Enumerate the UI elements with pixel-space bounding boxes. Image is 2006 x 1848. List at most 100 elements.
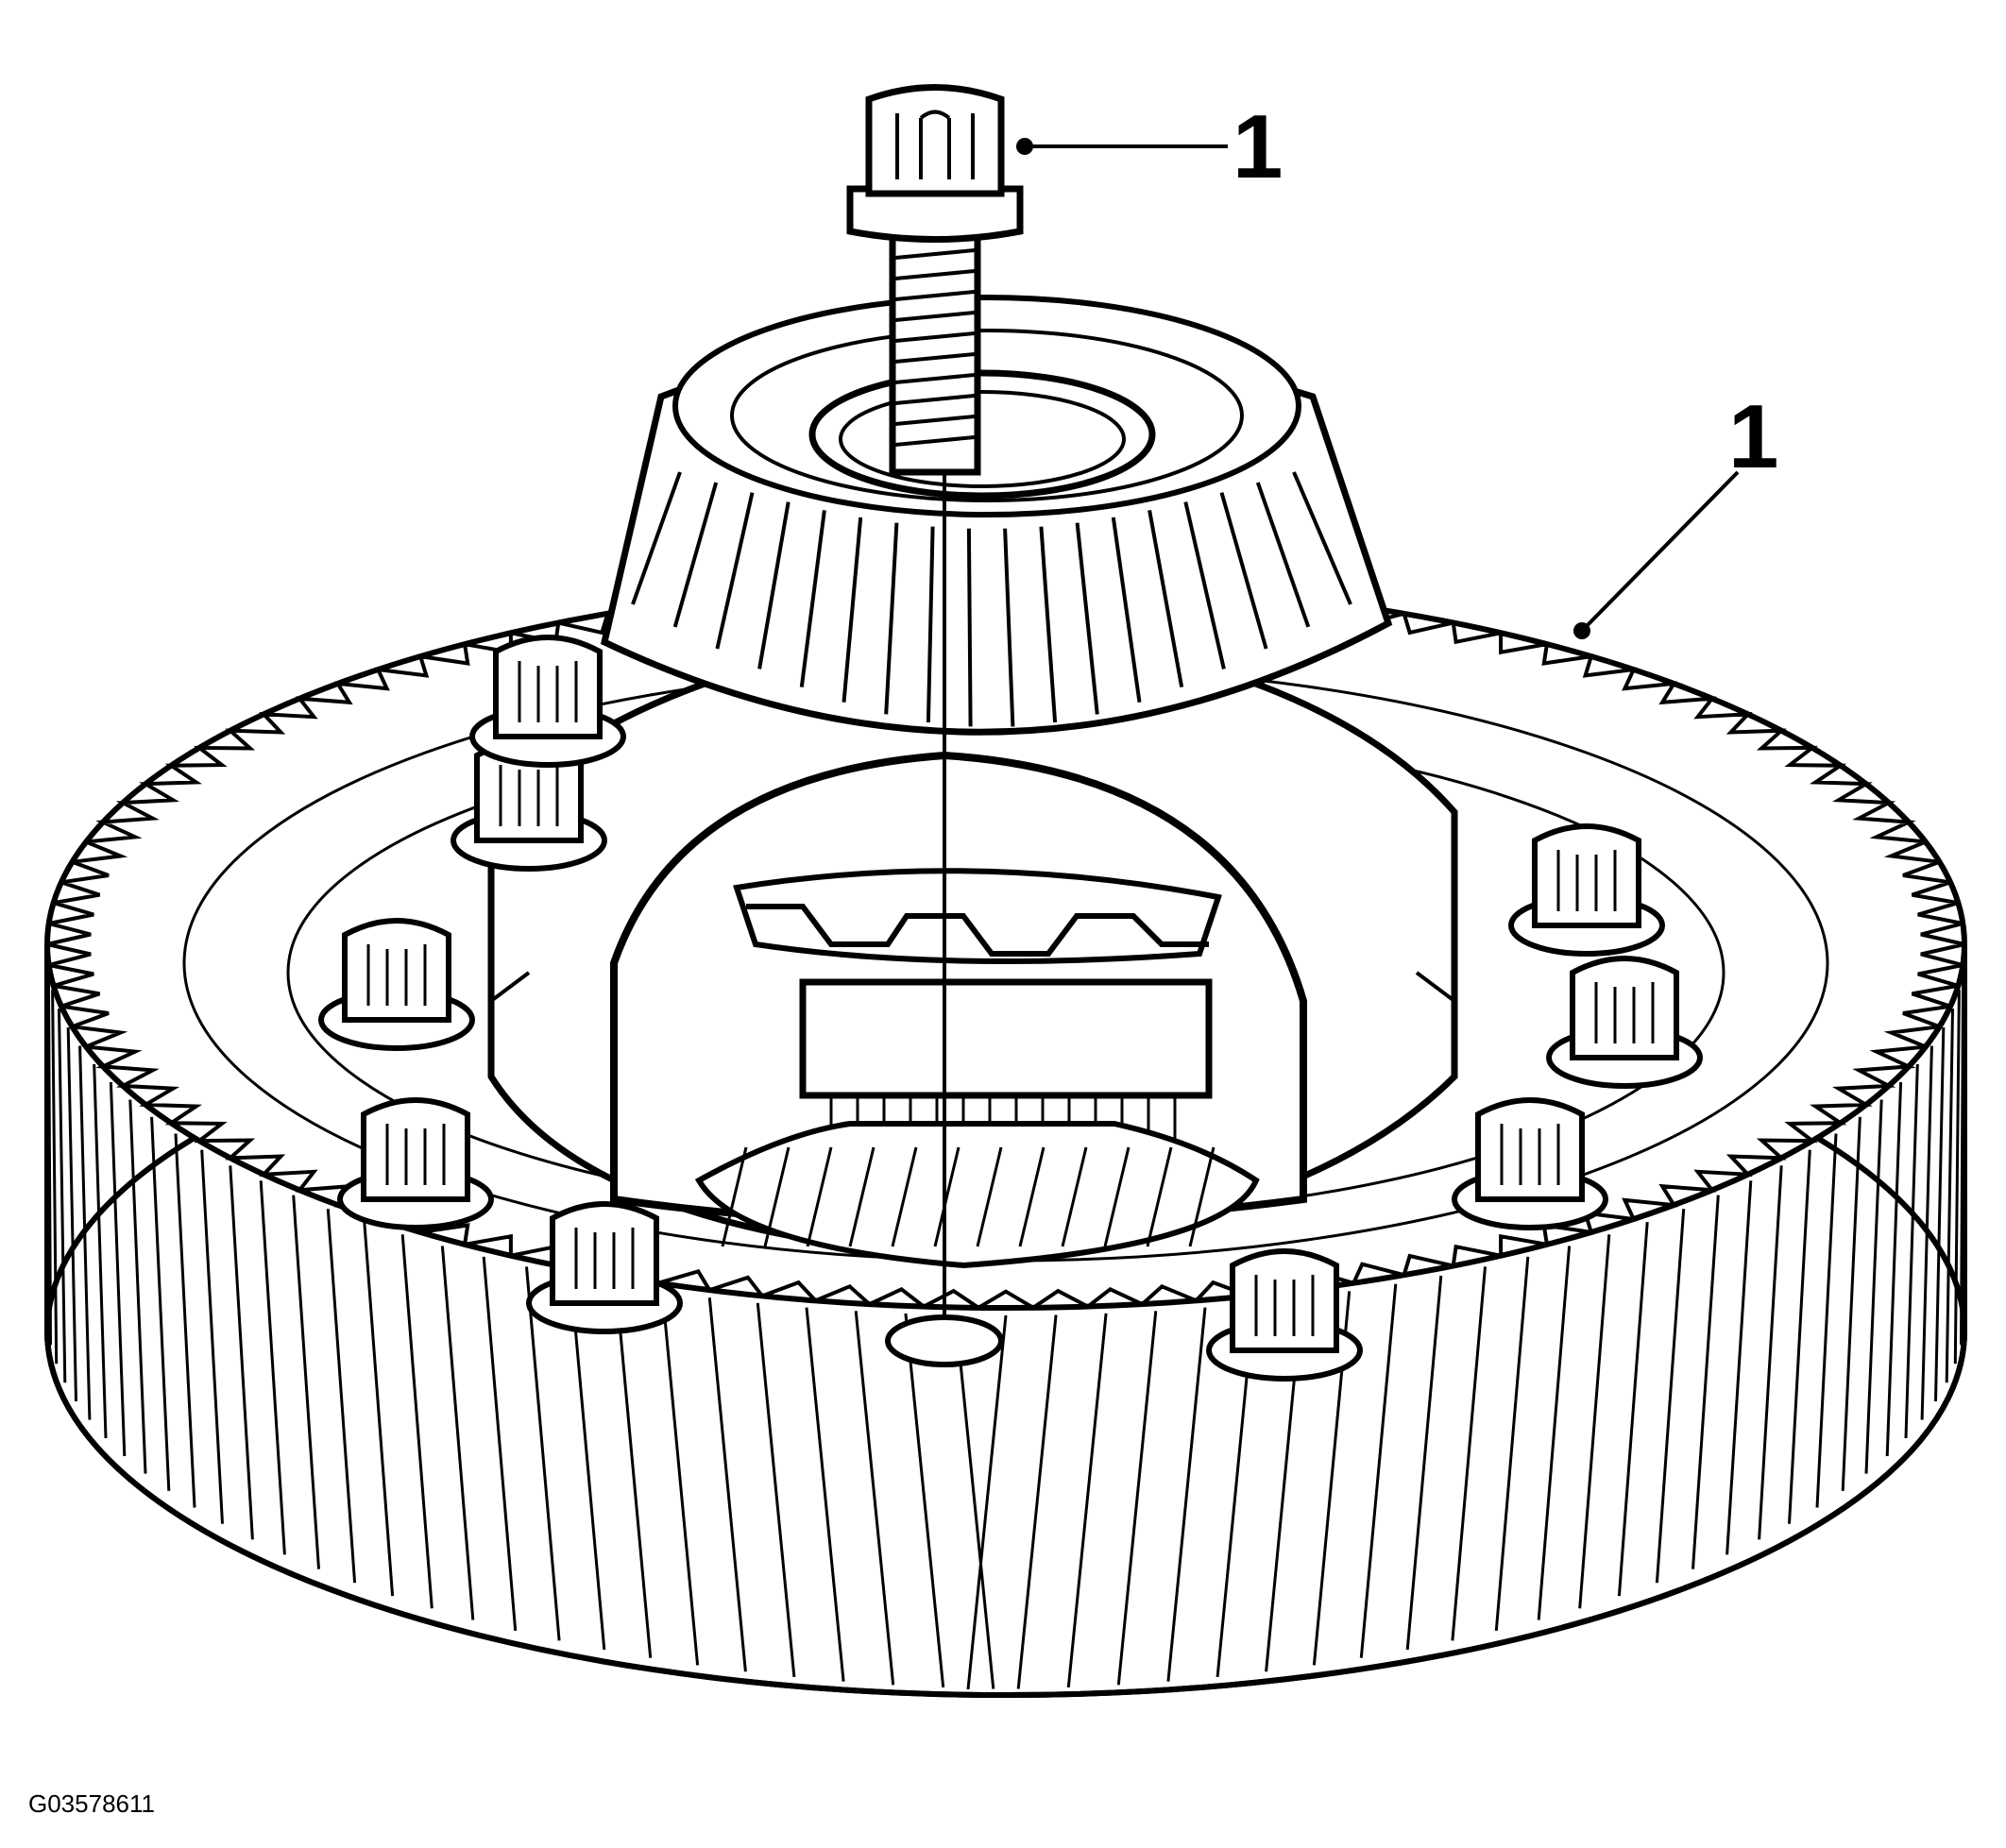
ring-gear-side-tooth (707, 1297, 747, 1672)
lower-gear-tooth (1103, 1146, 1130, 1247)
ring-gear-cap-screws (318, 635, 1703, 1382)
bearing-roller (926, 526, 935, 723)
lower-gear-tooth (1018, 1146, 1046, 1247)
bearing-roller (1148, 510, 1184, 687)
bolt-thread (894, 331, 976, 343)
ring-gear-side-teeth (45, 952, 1966, 1690)
bearing-roller (715, 492, 755, 650)
bolt-head-drive (895, 110, 975, 179)
lower-gear-tooth (721, 1146, 748, 1247)
bolt-thread (894, 290, 976, 301)
housing-edge-left (489, 971, 531, 1003)
bolt-thread (894, 248, 976, 260)
figure-id: G03578611 (28, 1789, 155, 1818)
ring-gear-side-tooth (46, 971, 52, 1346)
lower-gear-tooth (891, 1146, 918, 1247)
ring-gear-side-tooth (854, 1311, 895, 1686)
ring-gear-side-tooth (326, 1209, 357, 1584)
ring-gear-side-tooth (525, 1266, 561, 1641)
ring-gear-side-tooth (966, 1314, 1008, 1690)
ring-gear-side-tooth (1116, 1311, 1158, 1686)
ring-gear-side-tooth (1815, 1133, 1838, 1508)
side-gear-top (733, 868, 1222, 964)
ring-gear-side-tooth (1405, 1275, 1443, 1651)
ring-gear-side-tooth (1945, 1009, 1954, 1383)
lower-gear-tooth (1061, 1146, 1088, 1247)
ring-gear-side-tooth (1692, 1195, 1720, 1569)
housing-edge-right (1415, 971, 1456, 1003)
bearing-roller (1183, 501, 1226, 670)
bearing-roller (1111, 517, 1142, 703)
bearing-roller (1292, 471, 1352, 605)
bearing-roller (1039, 526, 1058, 723)
ring-gear-side-tooth (292, 1195, 320, 1569)
bolt-thread (894, 435, 976, 447)
ring-gear-side-tooth (128, 1099, 147, 1474)
differential-housing (487, 619, 1458, 1269)
bearing-roller (1255, 482, 1311, 628)
ring-gear-side-tooth (614, 1283, 653, 1658)
ring-gear-side-tooth (58, 1009, 67, 1383)
ring-gear-side-tooth (904, 1313, 945, 1688)
ring-gear-side-tooth (1920, 1045, 1933, 1420)
tapered-roller-bearing (600, 295, 1393, 736)
ring-gear-side-tooth (1934, 1026, 1946, 1402)
ring-gear-side-tooth (1788, 1149, 1811, 1524)
ring-gear-side-tooth (1537, 1246, 1572, 1620)
ring-gear-side-tooth (1864, 1099, 1883, 1474)
callout-bolt: 1 (1016, 96, 1283, 197)
lower-gear-tooth (848, 1146, 876, 1247)
callout-gear-label: 1 (1728, 386, 1778, 487)
ring-gear-side-tooth (174, 1133, 196, 1508)
side-gear-teeth (746, 904, 1209, 957)
cap-screw (526, 1201, 683, 1334)
lower-side-gear (694, 1121, 1260, 1269)
cap-screw (318, 918, 475, 1051)
cap-screw (1206, 1248, 1363, 1382)
ring-gear-top-teeth (46, 578, 1965, 1311)
lower-gear-tooth (763, 1146, 790, 1247)
bearing-roller (1003, 528, 1015, 727)
bolt-hole (885, 1314, 1004, 1367)
ring-gear-side-tooth (482, 1256, 518, 1632)
callout-gear-leader (1580, 470, 1740, 633)
bolt-thread (894, 394, 976, 405)
ring-gear-side-tooth (1451, 1266, 1487, 1641)
cap-screw (337, 1097, 494, 1230)
bearing-roller (757, 501, 790, 670)
bolt-thread (894, 352, 976, 364)
cap-screw (469, 635, 626, 768)
cap-screw (450, 738, 607, 872)
ring-gear-side-tooth (1960, 971, 1965, 1346)
bearing-roller (631, 471, 682, 605)
ring-gear-side-tooth (805, 1307, 845, 1682)
ring-gear-side-tooth (660, 1291, 700, 1666)
callout-gear: 1 (1573, 386, 1778, 639)
removed-bolt (846, 84, 1024, 1367)
ring-gear-side-tooth (66, 1026, 77, 1402)
ring-gear-side-tooth (1166, 1307, 1207, 1682)
ring-gear-side-tooth (109, 1081, 127, 1457)
ring-gear-side-tooth (363, 1221, 395, 1597)
bolt-threads (894, 248, 976, 447)
ring-gear-side-tooth (1726, 1180, 1753, 1555)
ring-gear-side-tooth (1617, 1221, 1649, 1597)
ring-gear-side-tooth (259, 1180, 286, 1555)
bolt-shank (889, 223, 981, 476)
ring-gear-side-tooth (1841, 1116, 1862, 1491)
ring-gear-side-tooth (1066, 1313, 1108, 1688)
bolt-head (865, 84, 1005, 197)
ring-gear-side-tooth (1953, 990, 1961, 1365)
lower-gear-tooth (1146, 1146, 1173, 1247)
ring-gear-side-tooth (1494, 1256, 1530, 1632)
ring-gear-side-tooth (400, 1234, 434, 1609)
lower-gear-teeth (721, 1146, 1216, 1247)
ring-gear-side-tooth (1655, 1209, 1686, 1584)
callout-bolt-label: 1 (1232, 96, 1283, 197)
bearing-roller (842, 517, 863, 703)
lower-gear-tooth (806, 1146, 833, 1247)
cap-screw (1546, 956, 1703, 1089)
ring-gear-side-tooth (200, 1149, 224, 1524)
ring-gear-side-tooth (1016, 1314, 1058, 1689)
ring-gear-side-tooth (569, 1275, 606, 1651)
